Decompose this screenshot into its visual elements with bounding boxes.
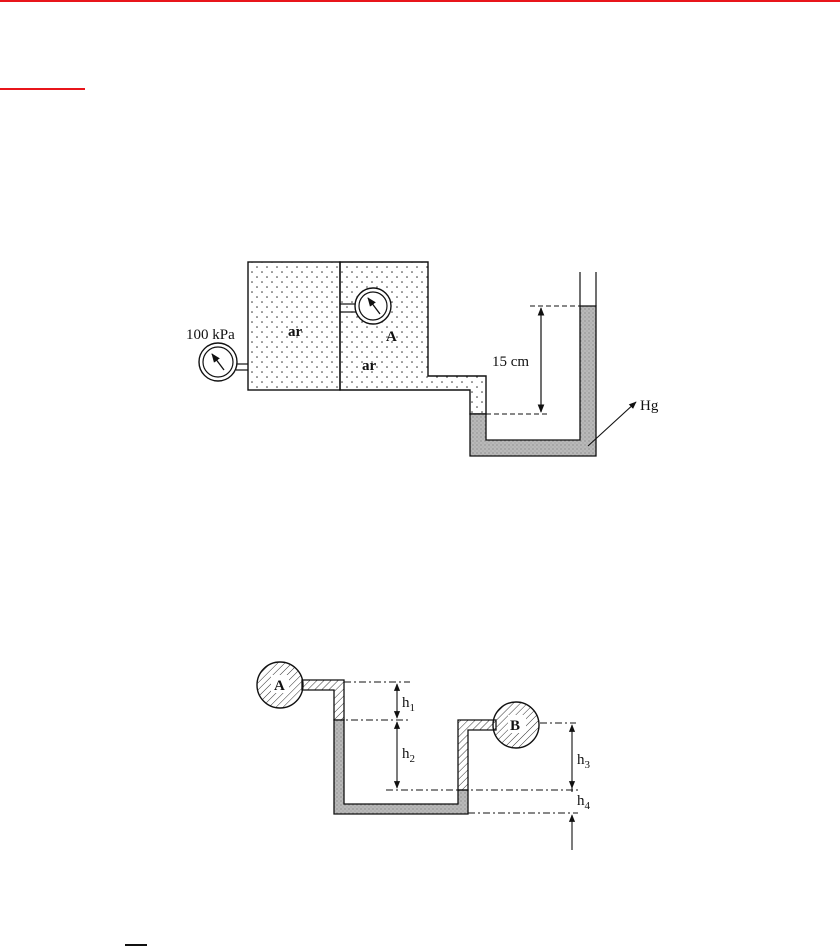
manometer-fluid [334, 720, 468, 814]
h3-label: h3 [577, 752, 591, 771]
mercury-u-tube [470, 306, 596, 456]
right-chamber-label: ar [362, 358, 377, 374]
figure-2-differential-manometer: A B h1 h2 h3 h4 [257, 662, 591, 850]
h2-label: h2 [402, 746, 415, 765]
gauge-reading-label: 100 kPa [186, 327, 235, 343]
tank-a-label: A [274, 678, 285, 694]
mercury-label: Hg [640, 398, 659, 414]
height-label: 15 cm [492, 354, 529, 370]
left-chamber-label: ar [288, 324, 303, 340]
gauge-a-label: A [386, 329, 397, 345]
tank-b-label: B [510, 718, 520, 734]
pressure-gauge-left [199, 343, 248, 381]
right-chamber [340, 262, 486, 414]
h1-label: h1 [402, 695, 415, 714]
left-connector-fluid [302, 680, 344, 720]
figure-1-tank-manometer: 100 kPa ar A ar 15 cm Hg [186, 262, 659, 456]
h4-label: h4 [577, 793, 591, 812]
right-connector-fluid [458, 720, 496, 790]
